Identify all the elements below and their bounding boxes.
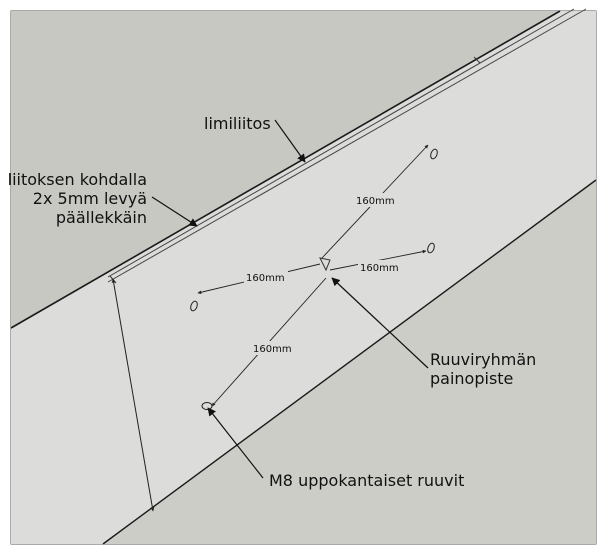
label-overlap-line1: liitoksen kohdalla	[8, 170, 147, 189]
label-overlap-line2: 2x 5mm levyä	[33, 189, 147, 208]
dim-label-bg-right	[358, 260, 402, 274]
leader-arrow-centroid	[331, 277, 429, 369]
plate-lower-edge	[102, 179, 597, 545]
dim-label-bg-upper-right	[354, 193, 398, 207]
centroid-marker	[319, 257, 331, 272]
joint-tick-1	[473, 56, 481, 64]
dim-label-lower: 160mm	[253, 344, 292, 355]
screw-hole-left	[190, 300, 198, 312]
label-overlap-line3: päällekkäin	[56, 208, 147, 227]
label-centroid-line2: painopiste	[430, 369, 513, 388]
leader-arrow-overlap	[151, 196, 198, 227]
dim-label-left: 160mm	[246, 273, 285, 284]
dim-label-upper-right: 160mm	[356, 196, 395, 207]
dim-label-bg-lower	[251, 341, 295, 355]
label-screws: M8 uppokantaiset ruuvit	[269, 471, 464, 490]
dim-label-bg-left	[244, 270, 288, 284]
plate-edge-line-2	[107, 8, 575, 278]
label-groove-joint: limiliitos	[204, 114, 271, 133]
leader-arrow-groove-joint	[274, 119, 306, 163]
leader-arrow-screws	[207, 407, 264, 479]
screw-hole-right	[427, 242, 435, 254]
main-plate	[11, 11, 596, 544]
dim-label-right: 160mm	[360, 263, 399, 274]
plate-edge-line-1	[10, 10, 561, 329]
screw-hole-top	[430, 148, 438, 160]
overlap-dimension-line	[111, 278, 155, 512]
label-centroid-line1: Ruuviryhmän	[430, 350, 536, 369]
plate-edge-line-3	[107, 8, 587, 283]
